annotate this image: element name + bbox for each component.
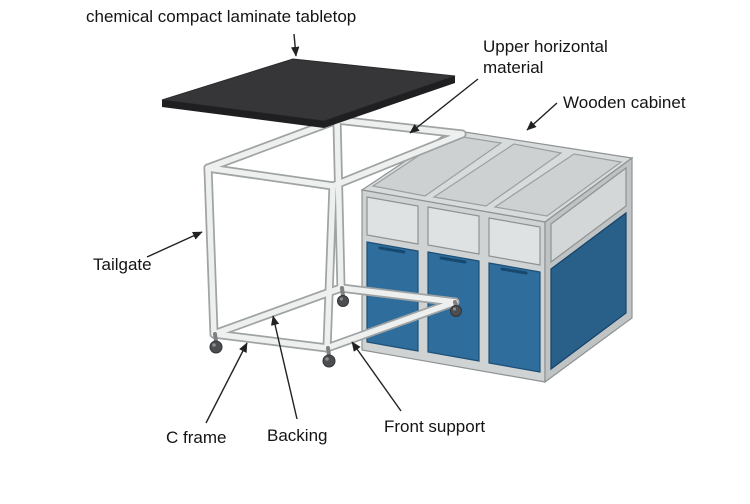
label-front-support: Front support: [384, 417, 486, 436]
caster-wheel: [450, 300, 462, 317]
label-c-frame: C frame: [166, 428, 227, 447]
tabletop-left-edge: [162, 100, 324, 128]
cabinet-drawer-front: [488, 217, 541, 266]
label-tailgate: Tailgate: [93, 255, 152, 274]
door-handle: [500, 267, 528, 275]
leader-upper-horizontal-arrow: [409, 78, 479, 134]
leader-wooden-cabinet-arrow: [526, 102, 558, 131]
cabinet-drawer-front: [427, 206, 480, 255]
cabinet-drawer-front: [366, 196, 419, 245]
leader-c-frame-arrow: [205, 342, 248, 424]
tabletop-illustration: [161, 58, 456, 128]
c-frame-illustration: [203, 115, 467, 368]
leader-tabletop-arrow: [290, 33, 300, 57]
label-upper-horizontal: Upper horizontal material: [483, 37, 608, 78]
leader-lines: [146, 33, 558, 424]
leader-tailgate-arrow: [146, 231, 203, 258]
caster-wheel: [322, 346, 336, 368]
door-handle: [378, 246, 406, 254]
cabinet-side-door: [550, 211, 627, 371]
label-wooden-cabinet: Wooden cabinet: [563, 93, 686, 112]
caster-wheel: [337, 286, 349, 307]
cabinet-top-box: [493, 153, 623, 217]
cabinet-door: [488, 262, 541, 373]
cabinet-top-box: [432, 143, 563, 207]
tabletop-right-edge: [324, 76, 455, 128]
wooden-cabinet-illustration: [360, 129, 634, 384]
caster-wheel: [209, 332, 223, 354]
label-backing: Backing: [267, 426, 328, 445]
cabinet-side-drawer-front: [550, 166, 627, 264]
label-tabletop: chemical compact laminate tabletop: [86, 7, 357, 26]
door-handle: [439, 256, 467, 264]
leader-front-support-arrow: [351, 341, 402, 412]
leader-backing-arrow: [270, 315, 298, 420]
